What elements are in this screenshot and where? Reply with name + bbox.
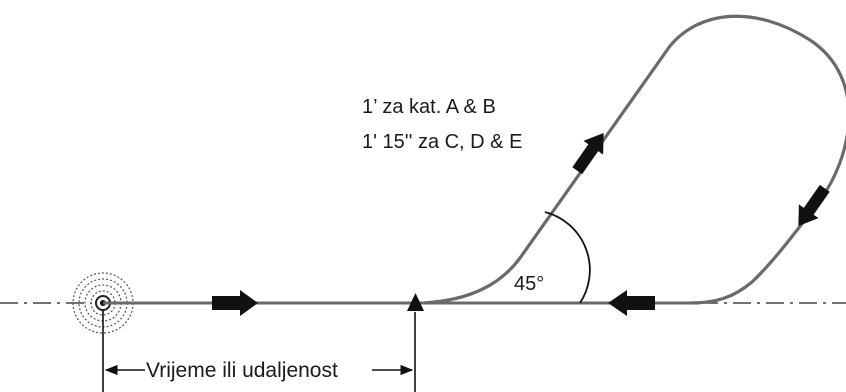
direction-arrow-icon	[212, 290, 258, 316]
direction-arrow-icon	[572, 132, 604, 175]
direction-arrow-icon	[608, 290, 655, 316]
direction-arrow-icon	[798, 184, 830, 227]
fix-triangle-icon	[407, 293, 424, 311]
distance-label: Vrijeme ili udaljenost	[146, 359, 338, 382]
timing-line-2: 1' 15'' za C, D & E	[362, 131, 522, 153]
angle-arc	[544, 211, 591, 304]
outbound-loop-track	[423, 14, 846, 305]
timing-line-1: 1’ za kat. A & B	[362, 96, 496, 118]
angle-label: 45°	[514, 273, 544, 295]
